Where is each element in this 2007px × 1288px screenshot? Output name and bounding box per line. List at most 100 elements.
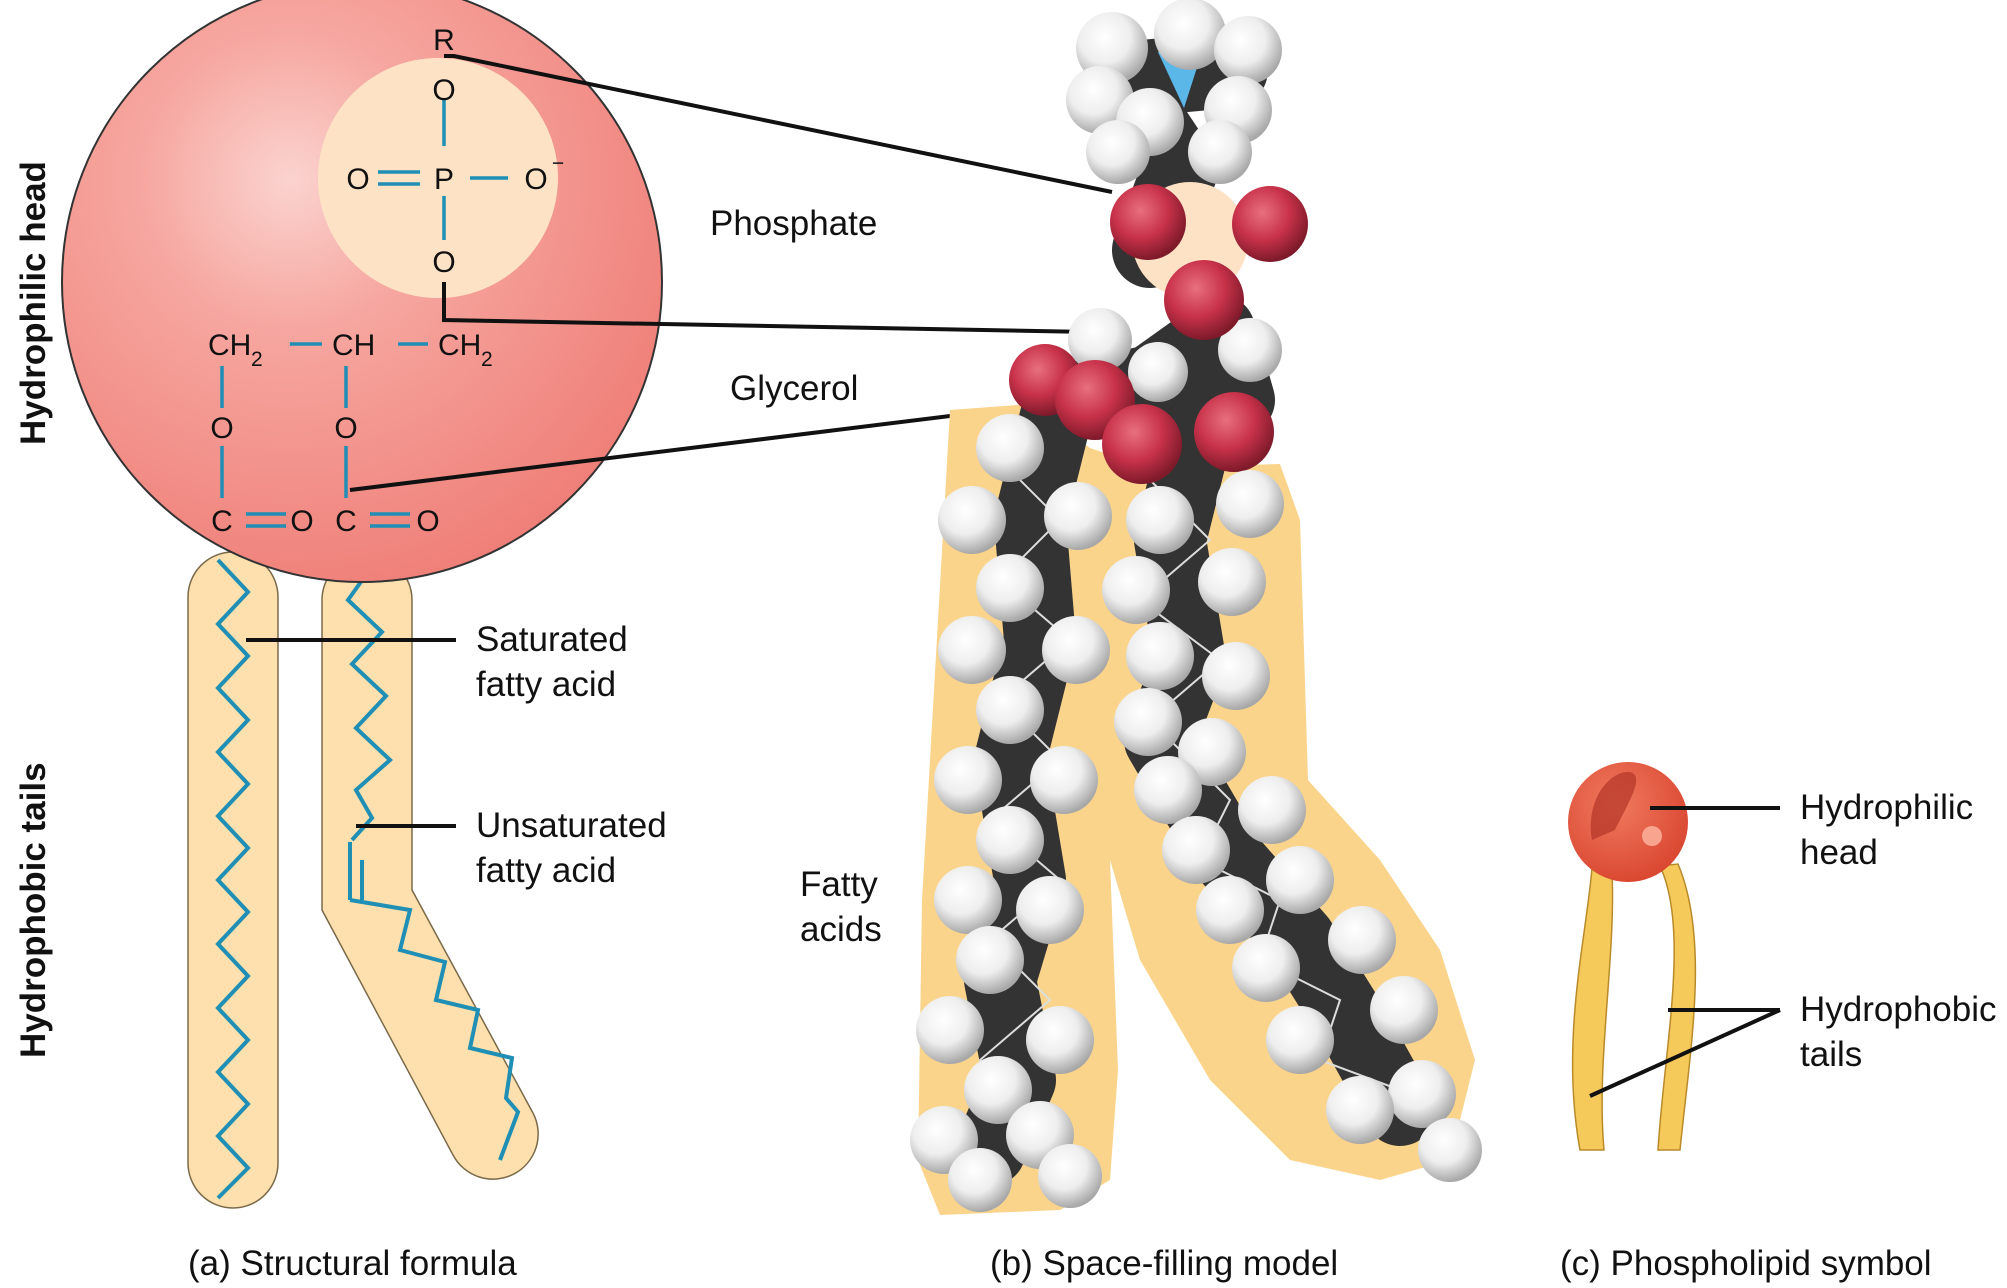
hydrogen-atom [1026, 1006, 1094, 1074]
hydrogen-atom [1076, 12, 1148, 84]
carbon-right: C [335, 505, 357, 538]
symbol-head-label-line2: head [1800, 833, 1878, 872]
hydrogen-atom [1154, 0, 1226, 70]
hydrogen-atom [1128, 342, 1188, 402]
fatty-acids-label-line2: acids [800, 910, 882, 949]
saturated-label-line1: Saturated [476, 620, 628, 659]
oxygen-carbonyl-right: O [416, 505, 439, 538]
hydrogen-atom [948, 1148, 1012, 1212]
hydrogen-atom [1086, 120, 1150, 184]
oxygen-top: O [432, 74, 455, 107]
saturated-fatty-acid-chain [215, 558, 251, 1200]
carbon-left: C [211, 505, 233, 538]
phosphate-label: Phosphate [710, 204, 877, 243]
unsaturated-fatty-acid-chain-lower [349, 898, 521, 1161]
unsaturated-fatty-acid-chain-upper [345, 570, 393, 842]
oxygen-atom [1110, 184, 1186, 260]
phosphate-leader-bottom [442, 282, 1091, 334]
unsaturated-label-line2: fatty acid [476, 851, 616, 890]
hydrogen-atom [1044, 482, 1112, 550]
phosphorus: P [434, 163, 454, 196]
hydrogen-atom [1030, 746, 1098, 814]
hydrogen-atom [976, 414, 1044, 482]
hydrogen-atom [1266, 1006, 1334, 1074]
hydrogen-atom [1016, 876, 1084, 944]
hydrogen-atom [1068, 308, 1132, 372]
hydrogen-atom [1126, 486, 1194, 554]
fatty-acids-label-line1: Fatty [800, 865, 878, 904]
symbol-tails-label-line2: tails [1800, 1035, 1862, 1074]
oxygen-ester-right: O [334, 412, 357, 445]
r-group: R [433, 24, 455, 57]
hydrogen-atom [976, 676, 1044, 744]
hydrogen-atom [1218, 318, 1282, 382]
symbol-head-shadow [1590, 771, 1637, 840]
hydrogen-atom [1216, 470, 1284, 538]
symbol-head-label-line1: Hydrophilic [1800, 788, 1973, 827]
glycerol-leader [349, 406, 1016, 492]
hydrogen-atom [1370, 976, 1438, 1044]
hydrogen-atom [938, 616, 1006, 684]
hydrogen-atom [1178, 718, 1246, 786]
hydrogen-atom [1328, 906, 1396, 974]
saturated-label-line2: fatty acid [476, 665, 616, 704]
oxygen-atom [1164, 260, 1244, 340]
hydrogen-atom [916, 996, 984, 1064]
hydrogen-atom [1266, 846, 1334, 914]
hydrogen-atom [1042, 616, 1110, 684]
hydrogen-atom [1198, 548, 1266, 616]
hydrogen-atom [934, 866, 1002, 934]
hydrogen-atom [1162, 816, 1230, 884]
hydrophilic-head-side-label: Hydrophilic head [14, 161, 53, 445]
hydrogen-atom [1214, 16, 1282, 84]
ch2-right-subscript: 2 [481, 348, 493, 371]
unsaturated-label-line1: Unsaturated [476, 806, 667, 845]
hydrogen-atom [1418, 1118, 1482, 1182]
hydrogen-atom [1102, 556, 1170, 624]
symbol-tail-left [1571, 867, 1614, 1151]
hydrogen-atom [1232, 934, 1300, 1002]
ch2-right: CH [438, 329, 481, 362]
phosphate-leader-top [444, 54, 1113, 194]
oxygen-atom [1102, 404, 1182, 484]
hydrogen-atom [976, 554, 1044, 622]
caption-space-filling-model: (b) Space-filling model [990, 1244, 1338, 1283]
hydrogen-atom [1038, 1144, 1102, 1208]
oxygen-atom [1232, 186, 1308, 262]
phosphate-disc [318, 58, 558, 298]
symbol-tail-leader-bottom [1589, 1008, 1781, 1098]
glycerol-label: Glycerol [730, 369, 858, 408]
hydrogen-atom [1202, 642, 1270, 710]
hydrogen-atom [1238, 776, 1306, 844]
hydrogen-atom [1196, 876, 1264, 944]
caption-structural-formula: (a) Structural formula [188, 1244, 517, 1283]
oxygen-double-bonded: O [346, 163, 369, 196]
hydrogen-atom [956, 926, 1024, 994]
oxygen-atom [1194, 392, 1274, 472]
symbol-tails-label-line1: Hydrophobic [1800, 990, 1997, 1029]
hydrogen-atom [1126, 622, 1194, 690]
hydrophobic-tails-side-label: Hydrophobic tails [14, 762, 53, 1058]
hydrogen-atom [1326, 1076, 1394, 1144]
hydrogen-atom [1388, 1060, 1456, 1128]
negative-charge: − [552, 152, 564, 175]
symbol-head [1568, 762, 1688, 882]
oxygen-ester-left: O [210, 412, 233, 445]
oxygen-negative: O [524, 163, 547, 196]
oxygen-carbonyl-left: O [290, 505, 313, 538]
ch2-left: CH [208, 329, 251, 362]
ch-middle: CH [332, 329, 375, 362]
hydrogen-atom [964, 1056, 1032, 1124]
oxygen-bottom: O [432, 246, 455, 279]
hydrogen-atom [1114, 688, 1182, 756]
structural-formula: R O O P O − O CH 2 CH CH 2 O O C O C O [61, 0, 1113, 1209]
phospholipid-symbol [1568, 762, 1781, 1151]
hydrogen-atom [976, 806, 1044, 874]
hydrogen-atom [1188, 120, 1252, 184]
hydrogen-atom [1134, 756, 1202, 824]
symbol-head-highlight [1642, 826, 1662, 846]
hydrogen-atom [938, 486, 1006, 554]
symbol-tail-right [1657, 863, 1697, 1151]
ch2-left-subscript: 2 [251, 348, 263, 371]
